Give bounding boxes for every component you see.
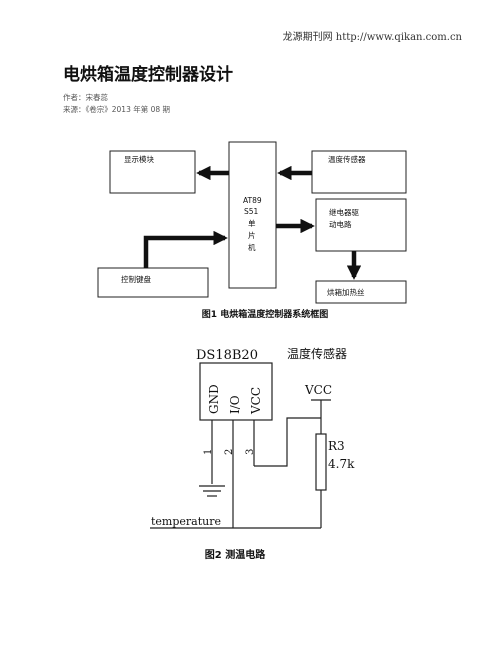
pin-label-io: I/O xyxy=(228,395,242,414)
temperature-sensor-label: 温度传感器 xyxy=(328,154,366,164)
pin-label-vcc: VCC xyxy=(249,387,263,415)
pin-number-1: 1 xyxy=(203,449,214,455)
control-keyboard-box xyxy=(97,267,209,298)
sensor-title-label: 温度传感器 xyxy=(287,346,347,361)
display-module-label: 显示模块 xyxy=(124,154,154,164)
article-author: 作者：宋春蕊 xyxy=(63,93,108,102)
mcu-label-line-3: 单 xyxy=(248,218,256,228)
mcu-label-line-2: S51 xyxy=(244,207,259,216)
keyboard-to-mcu-arrow xyxy=(143,230,228,268)
control-keyboard-label: 控制键盘 xyxy=(121,274,151,284)
mcu-box xyxy=(228,141,277,289)
pin-label-gnd: GND xyxy=(207,384,221,414)
relay-driver-box xyxy=(315,198,407,252)
vcc-wire xyxy=(254,417,321,467)
site-header: 龙源期刊网 http://www.qikan.com.cn xyxy=(282,32,462,43)
article-source: 来源：《卷宗》2013 年第 08 期 xyxy=(63,105,171,114)
resistor-value-label: 4.7k xyxy=(328,457,355,471)
pin-number-3: 3 xyxy=(245,449,256,455)
figure-1-block-diagram: 显示模块 温度传感器 AT89 S51 单 片 机 继电器驱 动电路 控制键盘 … xyxy=(97,141,407,304)
relay-label-line-2: 动电路 xyxy=(329,219,352,229)
article-title: 电烘箱温度控制器设计 xyxy=(63,65,233,85)
pin-number-2: 2 xyxy=(224,449,235,455)
mcu-label-line-1: AT89 xyxy=(243,196,262,205)
resistor-name-label: R3 xyxy=(328,439,345,453)
heater-label: 烘箱加热丝 xyxy=(327,287,365,297)
ds18b20-chip-body xyxy=(199,362,273,421)
relay-label-line-1: 继电器驱 xyxy=(329,207,359,217)
heater-box xyxy=(315,280,407,304)
figure-1-caption: 图1 电烘箱温度控制器系统框图 xyxy=(201,310,329,320)
resistor-r3-body xyxy=(315,433,327,491)
mcu-label-line-4: 片 xyxy=(248,230,256,240)
chip-name-label: DS18B20 xyxy=(196,348,258,363)
mcu-label-line-5: 机 xyxy=(248,242,256,252)
temperature-net-label: temperature xyxy=(151,515,221,528)
figure-2-caption: 图2 测温电路 xyxy=(204,550,266,561)
vcc-label: VCC xyxy=(304,383,332,397)
display-module-box xyxy=(109,150,196,194)
